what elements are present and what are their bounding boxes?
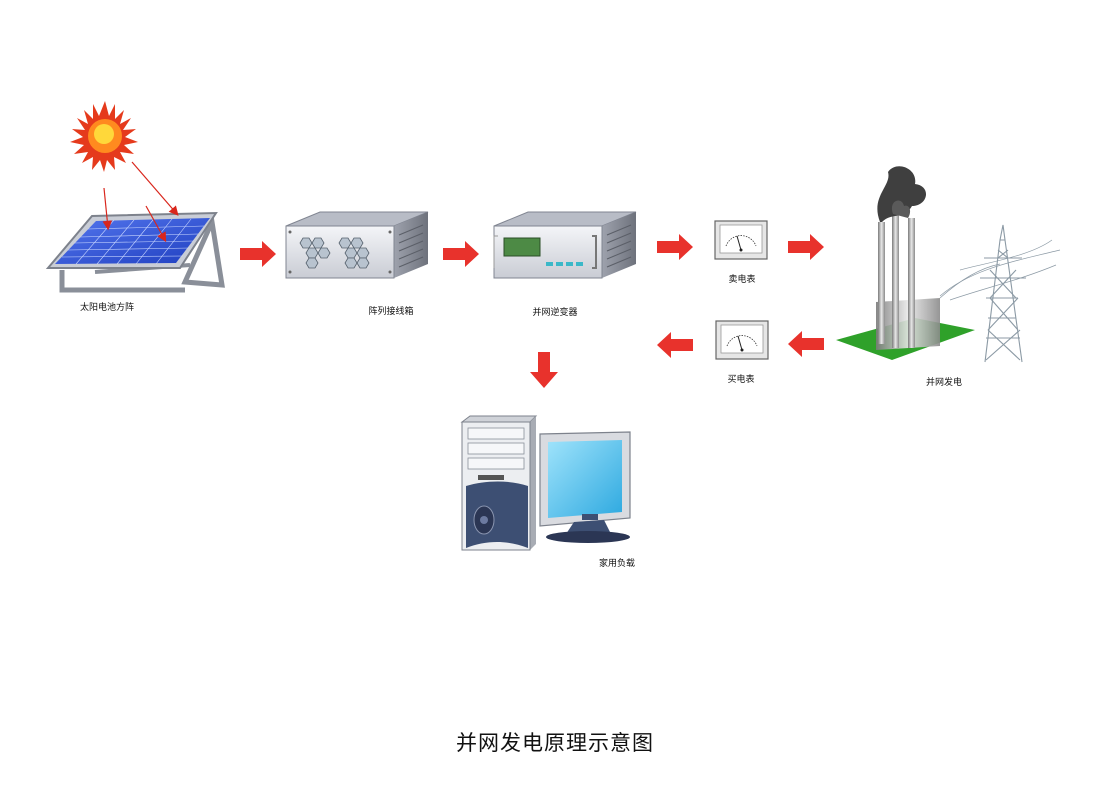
diagram-title: 并网发电原理示意图 [456,731,654,755]
label-inverter: 并网逆变器 [532,308,578,318]
buy-meter-icon [715,320,769,360]
label-home-load: 家用负载 [598,559,636,569]
inverter-icon [493,211,637,279]
arrow-solar-to-combiner [240,241,276,267]
power-plant-icon [836,166,975,360]
sun-icon [70,101,138,172]
arrow-inverter-to-sell-meter [657,234,693,260]
arrow-inverter-to-load [530,352,558,388]
arrow-grid-to-buy-meter [788,331,824,357]
label-sell-meter: 卖电表 [728,275,756,285]
flow-arrows [240,234,824,388]
solar-panel-icon [45,211,225,293]
label-combiner-box: 阵列接线箱 [368,307,414,317]
sell-meter-icon [714,220,768,260]
arrow-sell-meter-to-grid [788,234,824,260]
sun-ray-arrows [102,161,179,243]
arrow-combiner-to-inverter [443,241,479,267]
label-buy-meter: 买电表 [727,375,755,385]
combiner-box-icon [285,211,429,279]
label-solar-array: 太阳电池方阵 [79,303,135,313]
computer-icon [460,415,631,551]
transmission-tower-icon [939,224,1061,363]
label-grid: 并网发电 [925,378,963,388]
arrow-buy-meter-to-inverter [657,332,693,358]
